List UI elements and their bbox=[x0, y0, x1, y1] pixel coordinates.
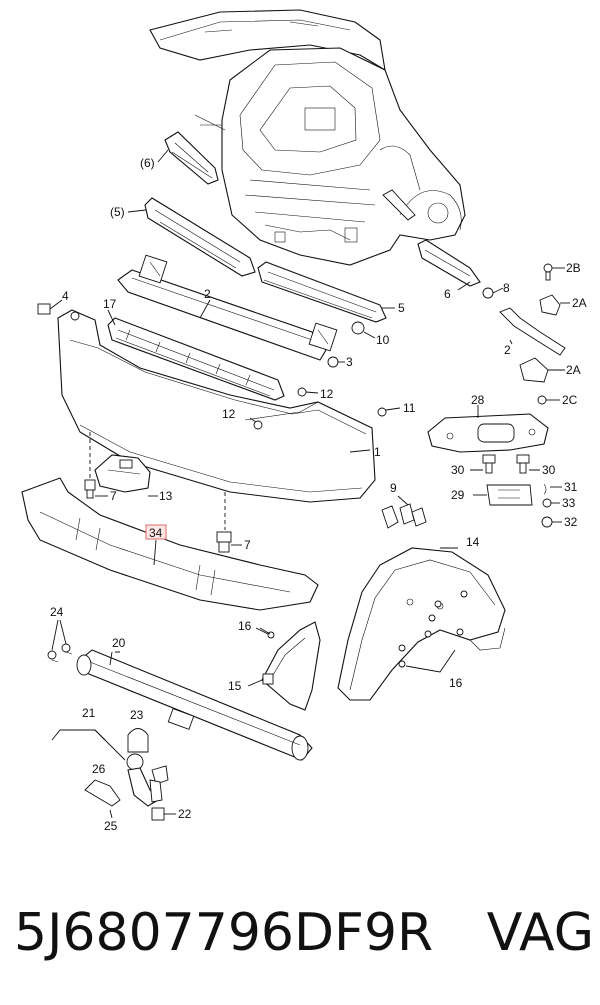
trim-28 bbox=[427, 405, 549, 453]
bracket-13 bbox=[94, 454, 151, 493]
screws-30 bbox=[470, 454, 540, 474]
screw-7a bbox=[84, 432, 108, 499]
label-16b: 16 bbox=[449, 676, 463, 690]
label-9: 9 bbox=[390, 481, 397, 495]
label-15: 15 bbox=[228, 679, 242, 693]
screw-2B bbox=[543, 263, 565, 281]
label-7b: 7 bbox=[244, 538, 251, 552]
label-3: 3 bbox=[346, 355, 353, 369]
label-13: 13 bbox=[159, 489, 173, 503]
clip-4 bbox=[37, 299, 63, 315]
label-7a: 7 bbox=[110, 489, 117, 503]
footer: 5J6807796DF9R VAG bbox=[14, 893, 594, 973]
nut-32 bbox=[541, 516, 562, 528]
mud-flap-15 bbox=[247, 621, 321, 711]
bracket-right-upper bbox=[382, 189, 416, 221]
bracket-5-left bbox=[144, 197, 256, 277]
label-12b: 12 bbox=[320, 387, 334, 401]
clip-12b bbox=[297, 387, 319, 397]
label-5: 5 bbox=[398, 301, 405, 315]
label-11: 11 bbox=[403, 401, 416, 415]
bumper-cover-1 bbox=[57, 309, 376, 503]
wheel-housing-liner-14 bbox=[337, 547, 506, 701]
label-26: 26 bbox=[92, 762, 106, 776]
label-24: 24 bbox=[50, 605, 64, 619]
bracket-2A-lower bbox=[519, 357, 565, 383]
screw-7b bbox=[216, 492, 242, 553]
label-23: 23 bbox=[130, 708, 144, 722]
label-30b: 30 bbox=[542, 463, 556, 477]
screws-24 bbox=[47, 619, 73, 663]
callout-labels: (6) (5) 2 17 4 5 6 8 10 3 12 12 11 1 13 … bbox=[50, 156, 587, 833]
label-2C: 2C bbox=[562, 393, 578, 407]
tow-ball-assembly-21 bbox=[51, 729, 169, 807]
label-1: 1 bbox=[374, 445, 381, 459]
brand-name: VAG bbox=[486, 903, 594, 963]
strap-2 bbox=[499, 307, 566, 356]
label-2A-lower: 2A bbox=[566, 363, 581, 377]
impact-beam-2 bbox=[117, 254, 338, 361]
nut-3 bbox=[327, 356, 345, 368]
label-2A-upper: 2A bbox=[572, 296, 587, 310]
label-2-strap: 2 bbox=[504, 343, 511, 357]
bracket-29 bbox=[473, 484, 533, 506]
label-31: 31 bbox=[564, 480, 578, 494]
label-5-paren: (5) bbox=[110, 205, 125, 219]
nut-10 bbox=[351, 321, 376, 339]
label-20: 20 bbox=[112, 636, 126, 650]
bracket-6-left bbox=[164, 131, 219, 185]
label-28: 28 bbox=[471, 393, 485, 407]
label-22: 22 bbox=[178, 807, 192, 821]
label-34: 34 bbox=[149, 526, 163, 540]
diffuser-34 bbox=[21, 477, 319, 611]
label-2B: 2B bbox=[566, 261, 581, 275]
label-30a: 30 bbox=[451, 463, 465, 477]
label-32: 32 bbox=[564, 515, 578, 529]
washer-33 bbox=[542, 498, 560, 508]
label-12a: 12 bbox=[222, 407, 236, 421]
screw-8 bbox=[482, 287, 504, 299]
bracket-2A-upper bbox=[539, 294, 570, 316]
label-25: 25 bbox=[104, 819, 118, 833]
label-10: 10 bbox=[376, 333, 390, 347]
nut-2C bbox=[537, 395, 560, 405]
tool-26 bbox=[84, 779, 121, 819]
label-14: 14 bbox=[466, 535, 480, 549]
label-21: 21 bbox=[82, 706, 96, 720]
label-4: 4 bbox=[62, 289, 69, 303]
clip-12a bbox=[249, 417, 263, 430]
label-29: 29 bbox=[451, 488, 465, 502]
label-33: 33 bbox=[562, 496, 576, 510]
label-6: 6 bbox=[444, 287, 451, 301]
label-6-paren: (6) bbox=[140, 156, 155, 170]
part-number: 5J6807796DF9R bbox=[14, 903, 434, 963]
parts-diagram: (6) (5) 2 17 4 5 6 8 10 3 12 12 11 1 13 … bbox=[21, 9, 587, 833]
screws-16-lower bbox=[398, 590, 468, 673]
nut-22 bbox=[151, 807, 176, 821]
label-17: 17 bbox=[103, 297, 117, 311]
guide-bracket-5 bbox=[257, 261, 387, 323]
highlight-box-34 bbox=[145, 524, 167, 540]
label-2-beam: 2 bbox=[204, 287, 211, 301]
clip-31 bbox=[543, 483, 562, 495]
energy-absorber-17 bbox=[107, 317, 285, 401]
screw-11 bbox=[377, 407, 401, 417]
label-8: 8 bbox=[503, 281, 510, 295]
cap-23 bbox=[127, 728, 149, 753]
label-16a: 16 bbox=[238, 619, 252, 633]
bracket-6-right bbox=[417, 239, 481, 287]
clips-9 bbox=[381, 495, 427, 529]
tow-bar-20 bbox=[76, 649, 313, 761]
